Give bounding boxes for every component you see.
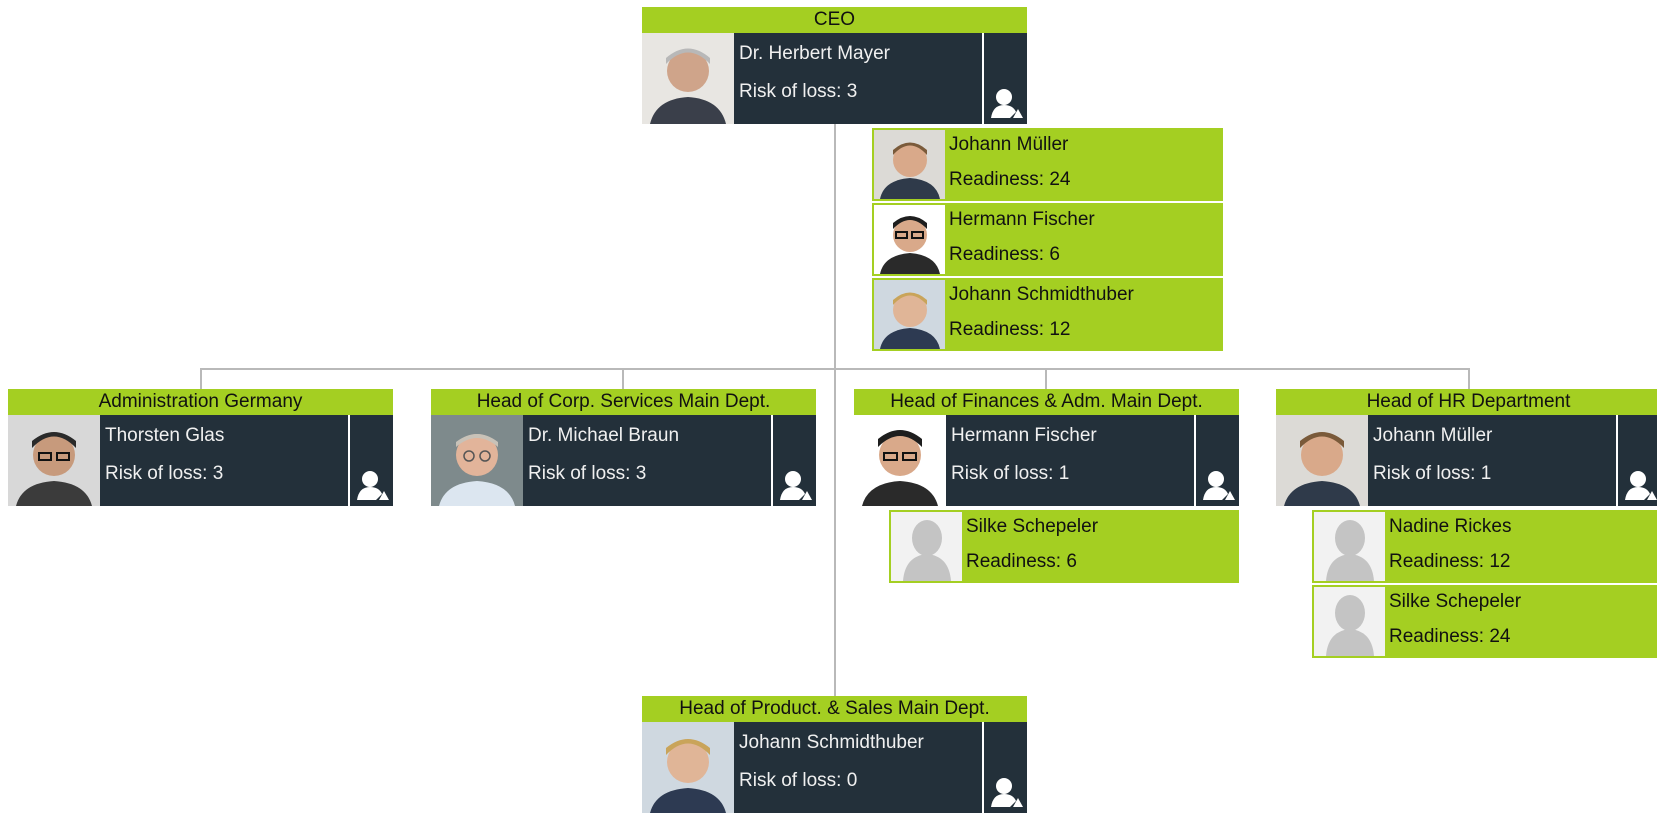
successor-card[interactable]: Silke Schepeler Readiness: 24 [1312, 585, 1657, 658]
person-photo [854, 415, 946, 506]
position-card-product-sales[interactable]: Head of Product. & Sales Main Dept. Joha… [642, 696, 1027, 813]
person-name: Hermann Fischer [949, 209, 1095, 230]
person-name: Nadine Rickes [1389, 516, 1512, 537]
successor-button[interactable] [984, 722, 1027, 813]
risk-of-loss: Risk of loss: 1 [951, 463, 1070, 484]
placeholder-avatar [1314, 512, 1385, 581]
placeholder-avatar [1314, 587, 1385, 656]
person-name: Johann Müller [949, 134, 1069, 155]
person-photo [642, 722, 734, 813]
position-title: Administration Germany [8, 389, 393, 415]
position-title: Head of Product. & Sales Main Dept. [642, 696, 1027, 722]
risk-of-loss: Risk of loss: 3 [105, 463, 224, 484]
divider [1616, 415, 1618, 506]
position-title: Head of HR Department [1276, 389, 1657, 415]
connector-horizontal [200, 368, 1470, 370]
divider [771, 415, 773, 506]
risk-of-loss: Risk of loss: 1 [1373, 463, 1492, 484]
person-name: Silke Schepeler [1389, 591, 1522, 612]
readiness: Readiness: 12 [1389, 551, 1511, 572]
user-successor-icon [991, 89, 1023, 118]
user-successor-icon [357, 471, 389, 500]
position-card-administration-germany[interactable]: Administration Germany Thorsten Glas Ris… [8, 389, 393, 506]
position-title: Head of Finances & Adm. Main Dept. [854, 389, 1239, 415]
position-body: Hermann Fischer Risk of loss: 1 [854, 415, 1239, 506]
successor-card[interactable]: Johann Schmidthuber Readiness: 12 [872, 278, 1223, 351]
person-name: Thorsten Glas [105, 425, 225, 446]
successor-button[interactable] [1196, 415, 1239, 506]
position-card-corp-services[interactable]: Head of Corp. Services Main Dept. Dr. Mi… [431, 389, 816, 506]
divider [1194, 415, 1196, 506]
person-name: Dr. Michael Braun [528, 425, 680, 446]
position-card-hr[interactable]: Head of HR Department Johann Müller Risk… [1276, 389, 1657, 506]
divider [982, 33, 984, 124]
risk-of-loss: Risk of loss: 0 [739, 770, 858, 791]
person-name: Silke Schepeler [966, 516, 1099, 537]
connector-drop-2 [622, 368, 624, 390]
readiness: Readiness: 12 [949, 319, 1071, 340]
person-photo [431, 415, 523, 506]
person-photo [874, 280, 945, 349]
position-card-finances[interactable]: Head of Finances & Adm. Main Dept. Herma… [854, 389, 1239, 506]
successor-card[interactable]: Silke Schepeler Readiness: 6 [889, 510, 1239, 583]
person-photo [8, 415, 100, 506]
person-name: Johann Schmidthuber [949, 284, 1134, 305]
person-name: Dr. Herbert Mayer [739, 43, 890, 64]
successor-card[interactable]: Johann Müller Readiness: 24 [872, 128, 1223, 201]
person-photo [874, 130, 945, 199]
successor-button[interactable] [984, 33, 1027, 124]
user-successor-icon [780, 471, 812, 500]
risk-of-loss: Risk of loss: 3 [528, 463, 647, 484]
position-body: Dr. Michael Braun Risk of loss: 3 [431, 415, 816, 506]
divider [348, 415, 350, 506]
readiness: Readiness: 24 [1389, 626, 1511, 647]
user-successor-icon [1625, 471, 1657, 500]
placeholder-avatar [891, 512, 962, 581]
successor-button[interactable] [773, 415, 816, 506]
successor-card[interactable]: Hermann Fischer Readiness: 6 [872, 203, 1223, 276]
connector-drop-1 [200, 368, 202, 390]
person-photo [874, 205, 945, 274]
position-title: Head of Corp. Services Main Dept. [431, 389, 816, 415]
position-body: Thorsten Glas Risk of loss: 3 [8, 415, 393, 506]
successor-card[interactable]: Nadine Rickes Readiness: 12 [1312, 510, 1657, 583]
successor-button[interactable] [350, 415, 393, 506]
person-name: Hermann Fischer [951, 425, 1097, 446]
person-name: Johann Müller [1373, 425, 1493, 446]
readiness: Readiness: 6 [949, 244, 1060, 265]
successor-button[interactable] [1618, 415, 1657, 506]
position-body: Johann Schmidthuber Risk of loss: 0 [642, 722, 1027, 813]
person-photo [642, 33, 734, 124]
person-name: Johann Schmidthuber [739, 732, 924, 753]
user-successor-icon [1203, 471, 1235, 500]
connector-drop-4 [1468, 368, 1470, 390]
divider [982, 722, 984, 813]
position-title: CEO [642, 7, 1027, 33]
user-successor-icon [991, 778, 1023, 807]
readiness: Readiness: 24 [949, 169, 1071, 190]
connector-drop-3 [1045, 368, 1047, 390]
position-card-ceo[interactable]: CEO Dr. Herbert Mayer Risk of loss: 3 [642, 7, 1027, 124]
risk-of-loss: Risk of loss: 3 [739, 81, 858, 102]
position-body: Dr. Herbert Mayer Risk of loss: 3 [642, 33, 1027, 124]
connector-ceo-vertical [834, 124, 836, 698]
position-body: Johann Müller Risk of loss: 1 [1276, 415, 1657, 506]
readiness: Readiness: 6 [966, 551, 1077, 572]
person-photo [1276, 415, 1368, 506]
